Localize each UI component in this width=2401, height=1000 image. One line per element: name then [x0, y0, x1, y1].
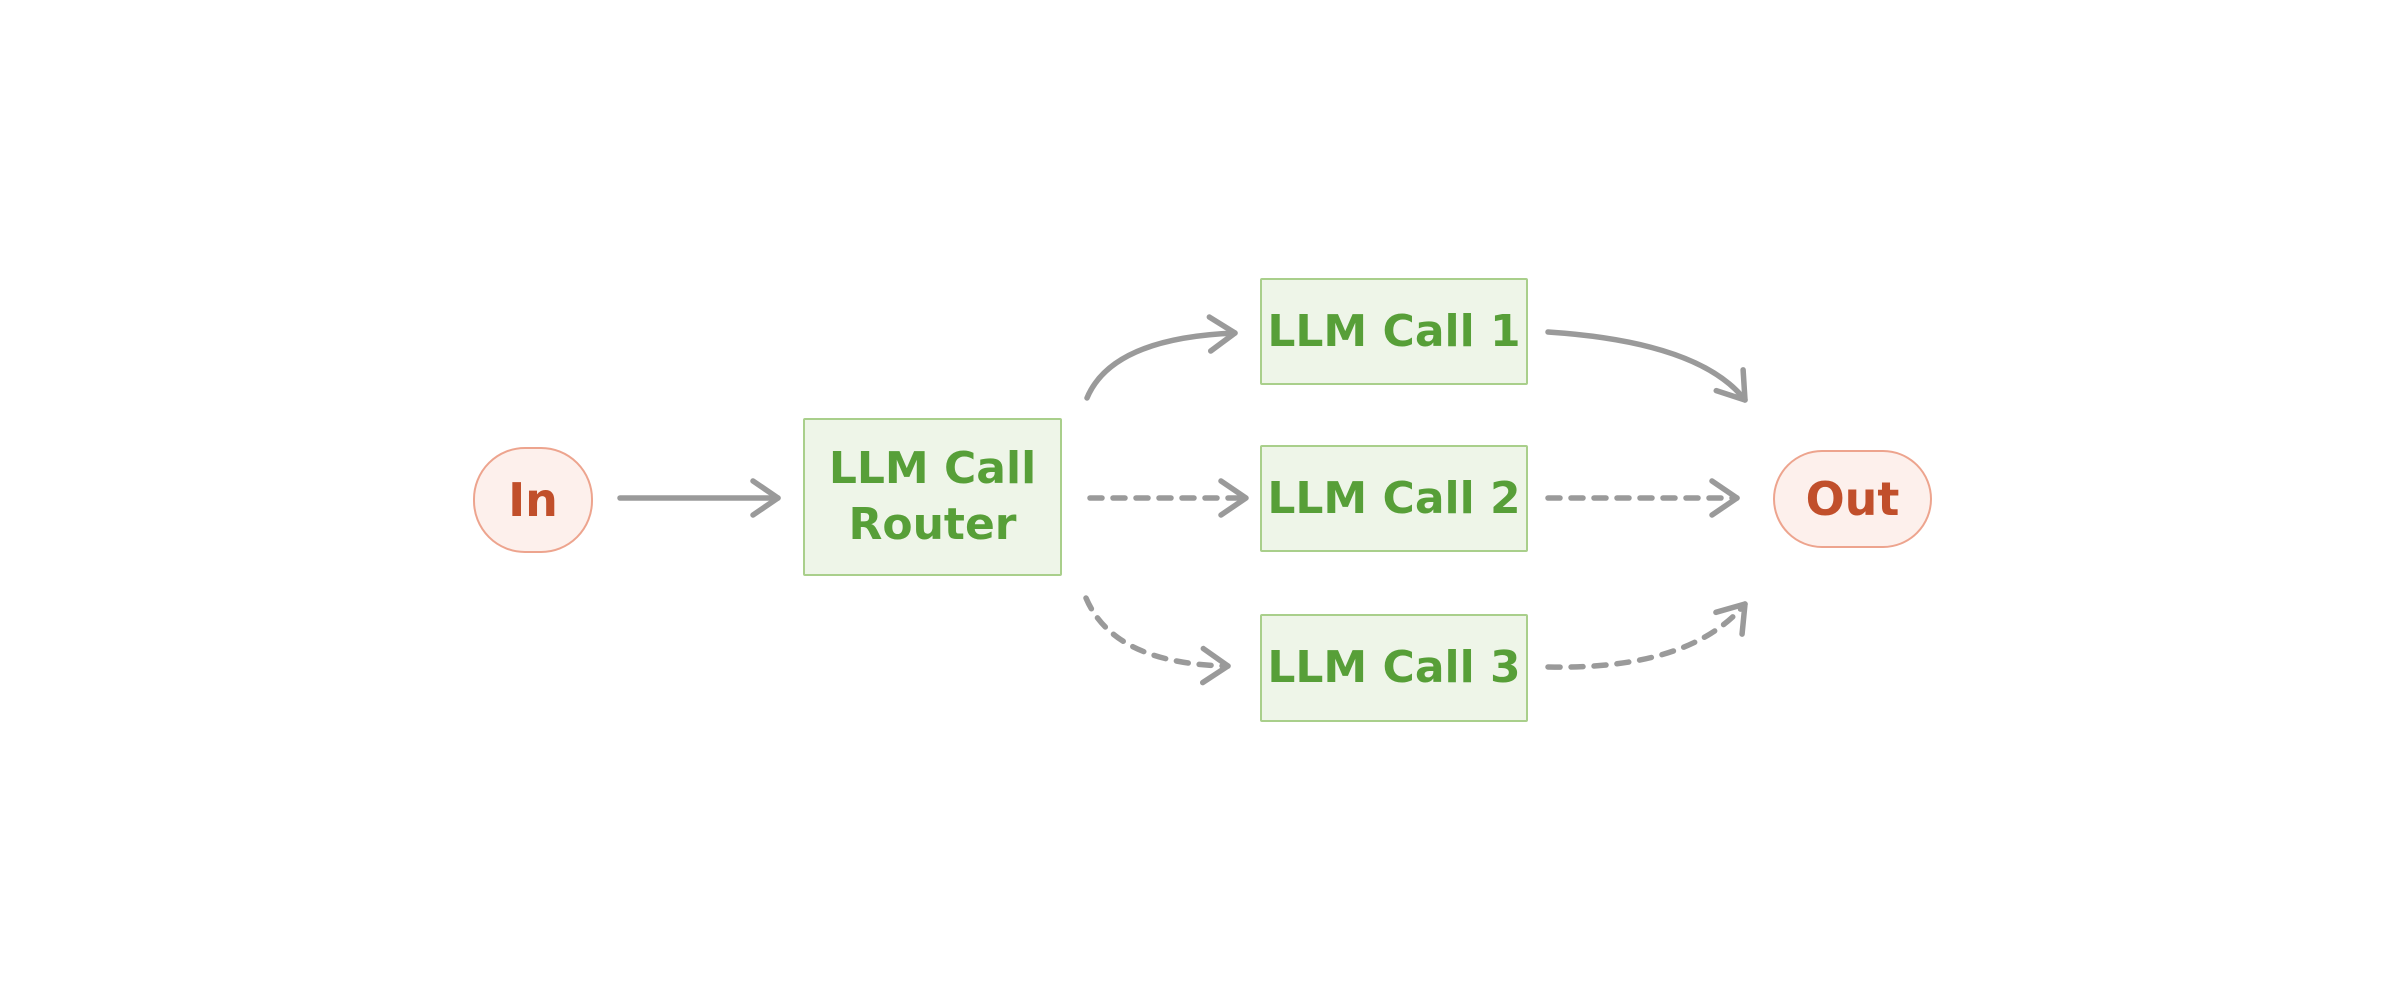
- node-llm-call-2: LLM Call 2: [1260, 445, 1528, 552]
- edge-router-to-call1: [1084, 314, 1238, 401]
- edge-call3-to-out: [1545, 601, 1748, 670]
- node-input: In: [473, 447, 593, 553]
- node-llm-call-router: LLM Call Router: [803, 418, 1062, 576]
- node-output: Out: [1773, 450, 1932, 548]
- edge-router-to-call3: [1083, 595, 1231, 686]
- edge-call1-to-out: [1545, 329, 1748, 403]
- node-llm-call-1: LLM Call 1: [1260, 278, 1528, 385]
- node-llm-call-3: LLM Call 3: [1260, 614, 1528, 722]
